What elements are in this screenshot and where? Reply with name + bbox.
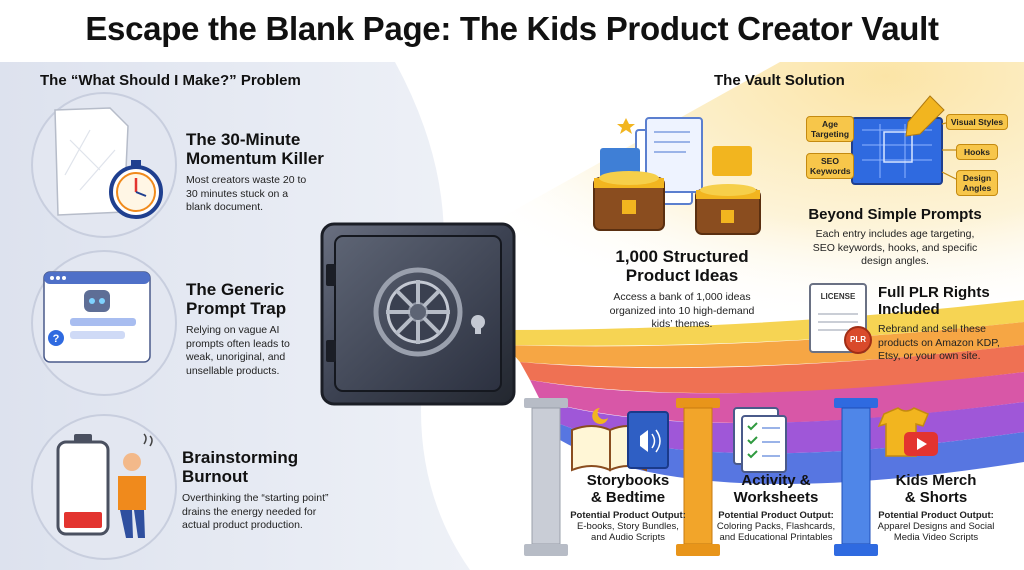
storybook-audio-icon — [571, 408, 669, 472]
problem-item-desc: drains the energy needed for — [182, 505, 317, 518]
license-label: LICENSE — [820, 292, 856, 301]
tshirt-video-icon — [877, 407, 938, 457]
problem-item-desc: unsellable products. — [186, 364, 280, 377]
tag-text: Age — [821, 119, 839, 129]
pillar-output: E-books, Story Bundles, — [577, 521, 679, 532]
pillar-title: & Shorts — [904, 489, 968, 506]
pillar-title: Kids Merch — [895, 472, 977, 489]
pillar-output: and Audio Scripts — [591, 532, 665, 543]
problem-item-momentum: The 30-Minute Momentum Killer Most creat… — [186, 130, 386, 215]
solution-ideas: 1,000 Structured Product Ideas Access a … — [582, 247, 782, 332]
solution-prompts-title: Beyond Simple Prompts — [808, 206, 982, 223]
pillar-title: Worksheets — [733, 489, 819, 506]
problem-item-desc: weak, unoriginal, and — [186, 351, 286, 363]
robot-browser-icon: ? — [43, 271, 151, 363]
pillar-activity — [676, 398, 720, 556]
pillar-title: Storybooks — [586, 472, 670, 489]
problem-item-desc: Overthinking the “starting point” — [182, 492, 329, 504]
problem-item-desc: 30 minutes stuck on a — [186, 187, 289, 200]
tag-text: Design — [962, 173, 992, 183]
solution-plr-desc: Etsy, or your own site. — [878, 350, 981, 362]
tag-visual-styles: Visual Styles — [946, 114, 1008, 130]
solution-ideas-title: Product Ideas — [625, 266, 739, 285]
tag-text: SEO — [821, 156, 839, 166]
pillar-output: Media Video Scripts — [893, 532, 979, 543]
solution-plr-desc: Rebrand and sell these — [878, 323, 986, 335]
pillar-title: & Bedtime — [590, 489, 666, 506]
vault-safe-illustration — [320, 222, 516, 406]
problem-item-title: Momentum Killer — [186, 149, 324, 168]
problem-heading: The “What Should I Make?” Problem — [40, 72, 301, 89]
solution-prompts-desc: design angles. — [861, 255, 929, 267]
problem-item-title: Brainstorming — [182, 448, 299, 467]
problem-item-title: Burnout — [182, 467, 249, 486]
solution-ideas-desc: kids’ themes. — [651, 318, 713, 330]
tag-text: Keywords — [810, 166, 851, 176]
pillar-output-label: Potential Product Output: — [570, 510, 686, 521]
worksheet-checklist-icon — [733, 407, 787, 473]
solution-plr-desc: products on Amazon KDP, — [878, 336, 1000, 349]
problem-item-desc: blank document. — [186, 201, 264, 213]
tag-text: Targeting — [810, 129, 850, 139]
problem-item-title: The Generic — [186, 280, 285, 299]
pillar-merch-text: Kids Merch & Shorts Potential Product Ou… — [866, 472, 1006, 543]
problem-item-title: The 30-Minute — [186, 130, 301, 149]
license-certificate-icon — [809, 283, 872, 354]
rainbow-beam — [505, 300, 1024, 484]
treasure-chests-icon — [593, 117, 761, 235]
problem-item-desc: Most creators waste 20 to — [186, 174, 307, 186]
pillar-title: Activity & — [741, 472, 811, 489]
solution-prompts-desc: SEO keywords, hooks, and specific — [812, 241, 978, 254]
tag-text: Visual Styles — [950, 117, 1004, 127]
solution-plr-title: Full PLR Rights — [878, 284, 990, 301]
pillar-output-label: Potential Product Output: — [878, 510, 994, 521]
tag-seo-keywords: SEO Keywords — [806, 153, 854, 179]
problem-item-desc: prompts often leads to — [186, 337, 290, 350]
problem-item-desc: actual product production. — [182, 519, 303, 531]
pillar-activity-text: Activity & Worksheets Potential Product … — [706, 472, 846, 543]
solution-ideas-desc: Access a bank of 1,000 ideas — [613, 291, 751, 303]
pillar-storybooks — [524, 398, 568, 556]
blueprint-icon — [835, 95, 959, 185]
page-title: Escape the Blank Page: The Kids Product … — [85, 10, 939, 47]
plr-seal-label: PLR — [850, 335, 866, 344]
pillar-merch — [834, 398, 878, 556]
tag-design-angles: Design Angles — [956, 170, 998, 196]
solution-heading: The Vault Solution — [714, 72, 845, 89]
pillar-output: and Educational Printables — [719, 532, 833, 543]
pillar-output: Coloring Packs, Flashcards, — [716, 521, 836, 532]
low-battery-person-icon — [56, 433, 153, 538]
problem-item-burnout: Brainstorming Burnout Overthinking the “… — [182, 448, 402, 533]
tag-text: Hooks — [964, 147, 990, 157]
problem-item-desc: Relying on vague AI — [186, 324, 280, 336]
pillar-output: Apparel Designs and Social — [877, 521, 995, 532]
pillar-storybooks-text: Storybooks & Bedtime Potential Product O… — [560, 472, 696, 543]
problem-item-prompt-trap: The Generic Prompt Trap Relying on vague… — [186, 280, 386, 378]
tag-text: Angles — [962, 183, 992, 193]
tag-hooks: Hooks — [956, 144, 998, 160]
stopwatch-document-icon — [54, 107, 163, 219]
solution-ideas-title: 1,000 Structured — [615, 247, 749, 266]
tag-age-targeting: Age Targeting — [806, 116, 854, 142]
solution-ideas-desc: organized into 10 high-demand — [609, 304, 755, 317]
solution-prompts-desc: Each entry includes age targeting, — [815, 228, 975, 240]
svg-text:?: ? — [53, 333, 60, 345]
solution-prompts: Beyond Simple Prompts Each entry include… — [796, 205, 994, 269]
solution-plr: Full PLR Rights Included Rebrand and sel… — [878, 284, 1018, 364]
problem-item-title: Prompt Trap — [186, 299, 287, 318]
solution-plr-title: Included — [878, 301, 940, 318]
pillar-output-label: Potential Product Output: — [718, 510, 834, 521]
